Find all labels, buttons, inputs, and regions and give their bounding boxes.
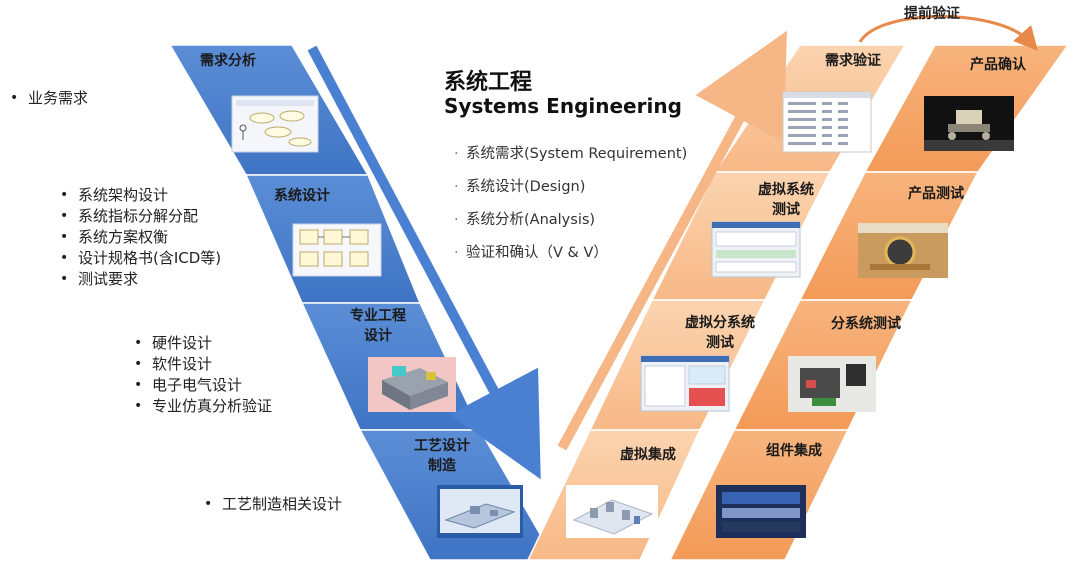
label-virtual-subsystem-test: 虚拟分系统 测试 [685,315,755,351]
bullet-item: 硬件设计 [130,333,272,354]
thumb-product-test [858,223,948,278]
se-activity: 系统设计(Design) [454,171,687,204]
thumb-virtual-integration [566,485,658,538]
pre-verify-label: 提前验证 [904,6,960,22]
label-system-design: 系统设计 [274,188,330,204]
bullets-manufacturing: 工艺制造相关设计 [200,494,342,515]
bullet-item: 测试要求 [56,269,221,290]
thumb-lunar-rover [924,96,1014,151]
label-product-confirmation: 产品确认 [970,57,1026,73]
bullet-item: 软件设计 [130,354,272,375]
pre-verify-arc [858,15,1038,51]
title-chinese: 系统工程 [444,70,533,95]
label-requirements-analysis: 需求分析 [200,53,256,69]
title-english: Systems Engineering [444,94,682,118]
se-activity: 验证和确认（V & V） [454,237,687,270]
thumb-use-case [231,95,319,153]
se-activity: 系统需求(System Requirement) [454,138,687,171]
label-virtual-integration: 虚拟集成 [620,447,676,463]
bullet-item: 业务需求 [6,88,88,109]
thumb-integration-lab [716,485,806,538]
bullet-item: 系统架构设计 [56,185,221,206]
se-activities-list: 系统需求(System Requirement) 系统设计(Design) 系统… [454,138,687,270]
label-product-test: 产品测试 [908,186,964,202]
thumb-subsystem-test-ui [640,355,730,412]
label-process-manufacturing: 工艺设计 制造 [414,438,470,474]
label-requirement-verification: 需求验证 [825,53,881,69]
bullet-item: 工艺制造相关设计 [200,494,342,515]
left-band [168,44,557,561]
thumb-factory [437,485,523,538]
bullet-item: 设计规格书(含ICD等) [56,248,221,269]
label-engineering-design: 专业工程 设计 [350,308,406,344]
label-subsystem-test: 分系统测试 [831,316,901,332]
bullet-item: 专业仿真分析验证 [130,396,272,417]
label-component-integration: 组件集成 [766,443,822,459]
thumb-subsystem-bench [788,356,876,412]
bullets-system-design: 系统架构设计 系统指标分解分配 系统方案权衡 设计规格书(含ICD等) 测试要求 [56,185,221,290]
thumb-class-diagram [292,223,382,277]
bullet-item: 电子电气设计 [130,375,272,396]
thumb-system-test-ui [711,221,801,278]
thumb-satellite [368,357,456,412]
label-virtual-system-test: 虚拟系统 测试 [758,182,814,218]
bullet-item: 系统方案权衡 [56,227,221,248]
down-arrow [307,45,541,480]
bullets-business: 业务需求 [6,88,88,109]
thumb-requirement-table [782,91,872,153]
bullet-item: 系统指标分解分配 [56,206,221,227]
se-activity: 系统分析(Analysis) [454,204,687,237]
bullets-engineering: 硬件设计 软件设计 电子电气设计 专业仿真分析验证 [130,333,272,417]
